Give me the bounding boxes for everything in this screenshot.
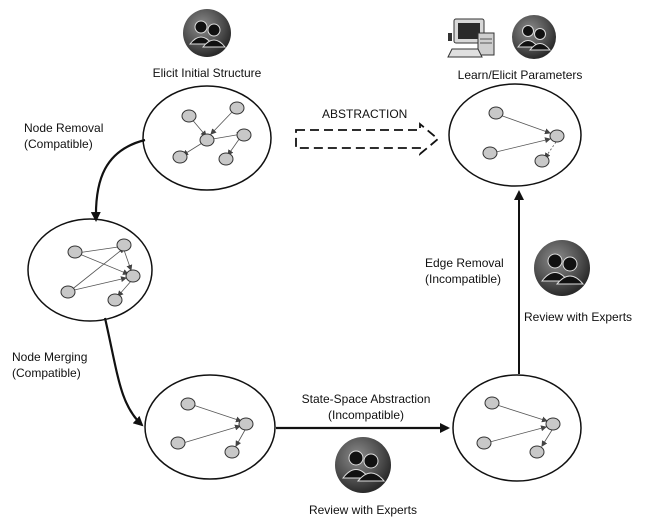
network-top-right xyxy=(448,83,582,187)
node-merging-label-line1: Node Merging xyxy=(12,350,88,364)
node-removal-arrow xyxy=(90,138,146,222)
state-space-label-line1: State-Space Abstraction xyxy=(301,392,431,406)
learn-params-label: Learn/Elicit Parameters xyxy=(457,68,583,82)
edge-removal-label-line1: Edge Removal xyxy=(425,256,504,270)
edge-removal-label-line2: (Incompatible) xyxy=(425,272,502,286)
node-merging-arrow xyxy=(103,317,144,427)
network-top-left xyxy=(142,85,272,191)
users-group-icon xyxy=(534,240,590,296)
state-space-label-line2: (Incompatible) xyxy=(327,408,405,422)
node-merging-label-line2: (Compatible) xyxy=(12,366,81,380)
network-middle-left xyxy=(27,218,153,322)
node-removal-label-line2: (Compatible) xyxy=(24,137,93,151)
node-removal-label-line1: Node Removal xyxy=(24,121,104,135)
review-experts-right-label: Review with Experts xyxy=(524,310,633,324)
users-group-icon xyxy=(335,437,391,493)
elicit-structure-label: Elicit Initial Structure xyxy=(152,66,262,80)
abstraction-arrow xyxy=(295,122,440,156)
review-experts-bottom-label: Review with Experts xyxy=(308,503,418,517)
users-group-icon xyxy=(183,9,231,57)
computer-icon xyxy=(447,18,495,58)
network-bottom-middle xyxy=(144,374,276,480)
network-bottom-right xyxy=(452,374,582,482)
abstraction-label: ABSTRACTION xyxy=(322,107,408,121)
users-group-icon xyxy=(512,15,556,59)
